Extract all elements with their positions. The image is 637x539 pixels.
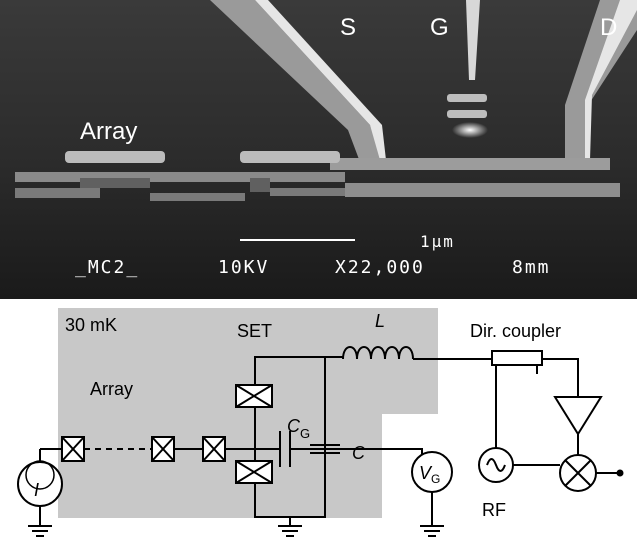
mixer-cross	[564, 459, 592, 487]
ground-icon	[278, 525, 302, 537]
scale-voltage: 10KV	[218, 257, 269, 278]
gate-finger-1	[447, 94, 487, 102]
array-junction-pad-2	[240, 151, 340, 163]
scale-instrument: _MC2_	[75, 257, 139, 278]
coupler-icon	[491, 350, 543, 366]
current-source-label: I	[34, 480, 39, 500]
array-strip-lower-1	[15, 188, 100, 198]
array-strip-lower-3	[270, 188, 345, 196]
set-label: SET	[237, 321, 272, 341]
source-lead	[210, 0, 382, 162]
ground-icon	[420, 525, 444, 537]
array-shadow-1	[80, 178, 150, 188]
sem-background	[0, 0, 637, 299]
junction-icon	[151, 436, 175, 462]
junction-icon	[235, 460, 273, 484]
cryostat-box	[58, 308, 438, 518]
cap-label: C	[352, 443, 366, 463]
sem-micrograph: S G D Array 1µm _MC2_ 10KV X22,000 8mm	[0, 0, 637, 299]
label-source: S	[340, 14, 356, 41]
array-shadow-2	[250, 178, 270, 192]
gate-lead	[466, 0, 480, 80]
voltage-source-label: V	[419, 463, 433, 483]
array-label: Array	[90, 379, 133, 399]
scale-length: 1µm	[420, 232, 455, 251]
bottom-strip	[345, 183, 620, 197]
junction-icon	[61, 436, 85, 462]
coupler-label: Dir. coupler	[470, 321, 561, 341]
gate-finger-2	[447, 110, 487, 118]
label-array: Array	[80, 118, 137, 145]
amplifier-icon	[553, 396, 603, 436]
array-strip-upper	[15, 172, 345, 182]
rf-sine-icon	[486, 458, 506, 472]
label-gate: G	[430, 14, 449, 41]
capacitor-icon	[310, 444, 340, 454]
wire-to-gate-source	[345, 448, 423, 454]
ground-icon	[28, 525, 52, 537]
array-junction-pad-1	[65, 151, 165, 163]
gate-cap-label: C	[287, 416, 301, 436]
wire-coupler-to-amplifier	[542, 358, 579, 397]
junction-icon	[202, 436, 226, 462]
circuit-diagram: 30 mK SET Array I C G C	[17, 308, 624, 537]
inductor-icon	[342, 346, 414, 360]
output-terminal	[616, 469, 624, 477]
scale-working-distance: 8mm	[512, 257, 551, 278]
gate-cap-subscript: G	[300, 426, 310, 441]
current-source-outer	[17, 461, 63, 507]
junction-icon	[235, 384, 273, 408]
drain-lead-edge	[585, 0, 637, 160]
inductor-label: L	[375, 311, 385, 331]
island-strip	[330, 158, 610, 170]
current-source-inner	[25, 460, 55, 490]
array-strip-lower-2	[150, 193, 245, 201]
scale-magnification: X22,000	[335, 257, 425, 278]
rf-label: RF	[482, 500, 506, 520]
gate-tip-glow	[452, 122, 488, 138]
label-drain: D	[600, 14, 617, 41]
voltage-source-subscript: G	[431, 472, 440, 486]
temperature-label: 30 mK	[65, 315, 117, 335]
